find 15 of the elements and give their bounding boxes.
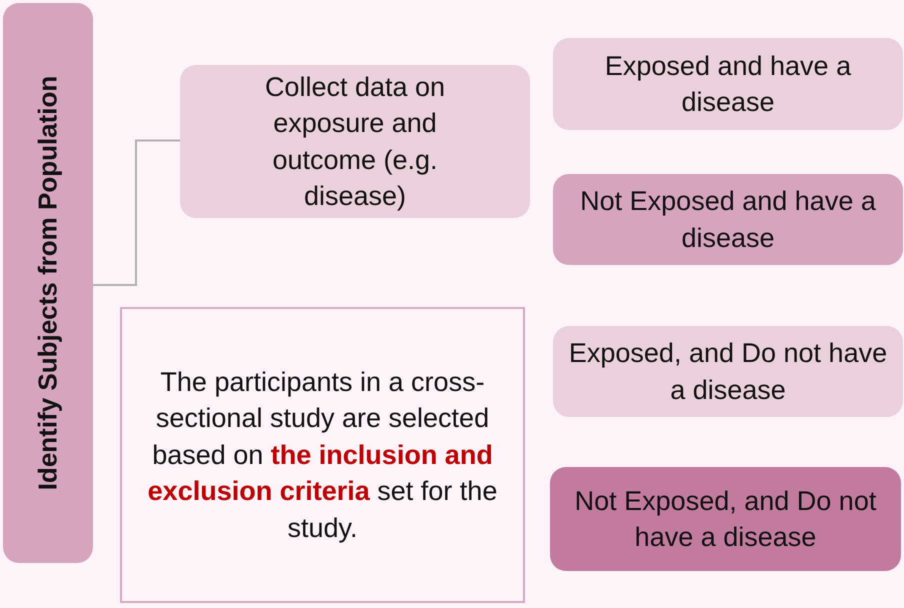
- category-box: [550, 467, 901, 571]
- category-box: [553, 38, 903, 130]
- process-box: [180, 65, 530, 218]
- box-label: Exposed and have a disease: [604, 50, 852, 119]
- note-box: [120, 307, 525, 603]
- category-box: [553, 326, 903, 417]
- vertical-title: Identify Subjects from Population: [31, 76, 64, 490]
- box-label: Not Exposed, and Do not have a disease: [574, 484, 878, 554]
- title-bar: [3, 3, 93, 563]
- box-label: Not Exposed and have a disease: [579, 185, 877, 254]
- note-text: The participants in a cross-sectional study are selected based on the inclusion and exclusion criteria set for the study.: [146, 366, 498, 545]
- box-label: Collect data on exposure and outcome (e.g. disease): [264, 70, 446, 213]
- category-box: [553, 174, 903, 265]
- connector-line: [93, 140, 180, 286]
- box-label: Exposed, and Do not have a disease: [568, 337, 888, 406]
